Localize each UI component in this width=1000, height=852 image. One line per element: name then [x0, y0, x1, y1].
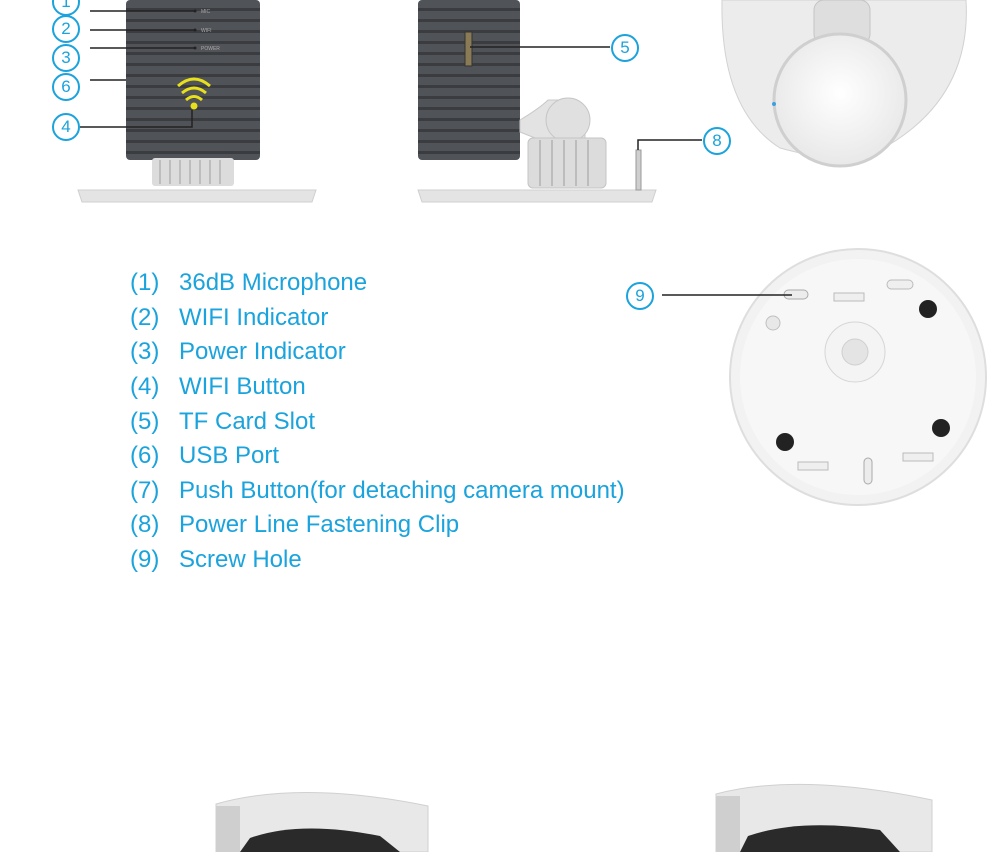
legend-index: (1): [130, 269, 160, 297]
legend-index: (9): [130, 546, 160, 574]
legend-item: (1) 36dB Microphone: [130, 266, 625, 301]
camera-side-base: [417, 189, 657, 203]
component-legend: (1) 36dB Microphone (2) WIFI Indicator (3)…: [130, 266, 625, 577]
tf-card-slot: [464, 31, 473, 67]
legend-item: (6) USB Port: [130, 439, 625, 474]
wifi-icon: [177, 77, 211, 102]
camera-top-view: [721, 0, 967, 168]
power-indicator-led: [193, 46, 197, 50]
camera-front-neck-ridges: [159, 160, 221, 184]
legend-item: (4) WIFI Button: [130, 370, 625, 405]
label-mic: MIC: [201, 9, 211, 15]
legend-label: 36dB Microphone: [179, 269, 368, 297]
mic-hole: [193, 9, 197, 13]
callout-9: 9: [626, 282, 654, 310]
camera-front-view: [77, 0, 317, 203]
camera-bottom-right: [715, 783, 933, 852]
legend-label: Push Button(for detaching camera mount): [179, 476, 625, 504]
callout-5: 5: [611, 34, 639, 62]
camera-side-view: [417, 0, 657, 203]
legend-index: (4): [130, 373, 160, 401]
callout-6: 6: [52, 73, 80, 101]
label-power: POWER: [201, 46, 220, 52]
legend-index: (5): [130, 407, 160, 435]
foot-dot: [932, 419, 950, 437]
legend-label: WIFI Button: [179, 373, 306, 401]
legend-item: (8) Power Line Fastening Clip: [130, 508, 625, 543]
mount-ball: [545, 97, 591, 143]
legend-item: (9) Screw Hole: [130, 543, 625, 578]
camera-front-base: [77, 189, 317, 203]
callout-lines: [80, 10, 792, 296]
legend-label: WIFI Indicator: [179, 303, 329, 331]
callout-8: 8: [703, 127, 731, 155]
legend-index: (7): [130, 476, 160, 504]
power-line-clip: [635, 149, 642, 191]
legend-label: Power Line Fastening Clip: [179, 511, 460, 539]
callout-4: 4: [52, 113, 80, 141]
camera-bottom-plate: [729, 248, 987, 506]
foot-dot: [919, 300, 937, 318]
legend-item: (7) Push Button(for detaching camera moun…: [130, 474, 625, 509]
legend-index: (2): [130, 303, 160, 331]
wifi-indicator-led: [193, 28, 197, 32]
legend-label: TF Card Slot: [179, 407, 316, 435]
camera-top-led: [772, 102, 776, 106]
wifi-button-dot: [190, 102, 198, 110]
mount-knob: [527, 137, 607, 189]
legend-item: (3) Power Indicator: [130, 335, 625, 370]
legend-label: USB Port: [179, 442, 280, 470]
legend-item: (2) WIFI Indicator: [130, 301, 625, 336]
callout-3: 3: [52, 44, 80, 72]
camera-side-body: [418, 0, 520, 160]
camera-top-lens-disc: [772, 32, 908, 168]
legend-index: (8): [130, 511, 160, 539]
camera-front-neck: [152, 158, 234, 186]
legend-index: (3): [130, 338, 160, 366]
label-wifi: WIFI: [201, 28, 212, 34]
camera-bottom-left: [215, 791, 429, 852]
legend-label: Screw Hole: [179, 546, 302, 574]
legend-index: (6): [130, 442, 160, 470]
legend-label: Power Indicator: [179, 338, 346, 366]
legend-item: (5) TF Card Slot: [130, 404, 625, 439]
callout-2: 2: [52, 15, 80, 43]
foot-dot: [776, 433, 794, 451]
